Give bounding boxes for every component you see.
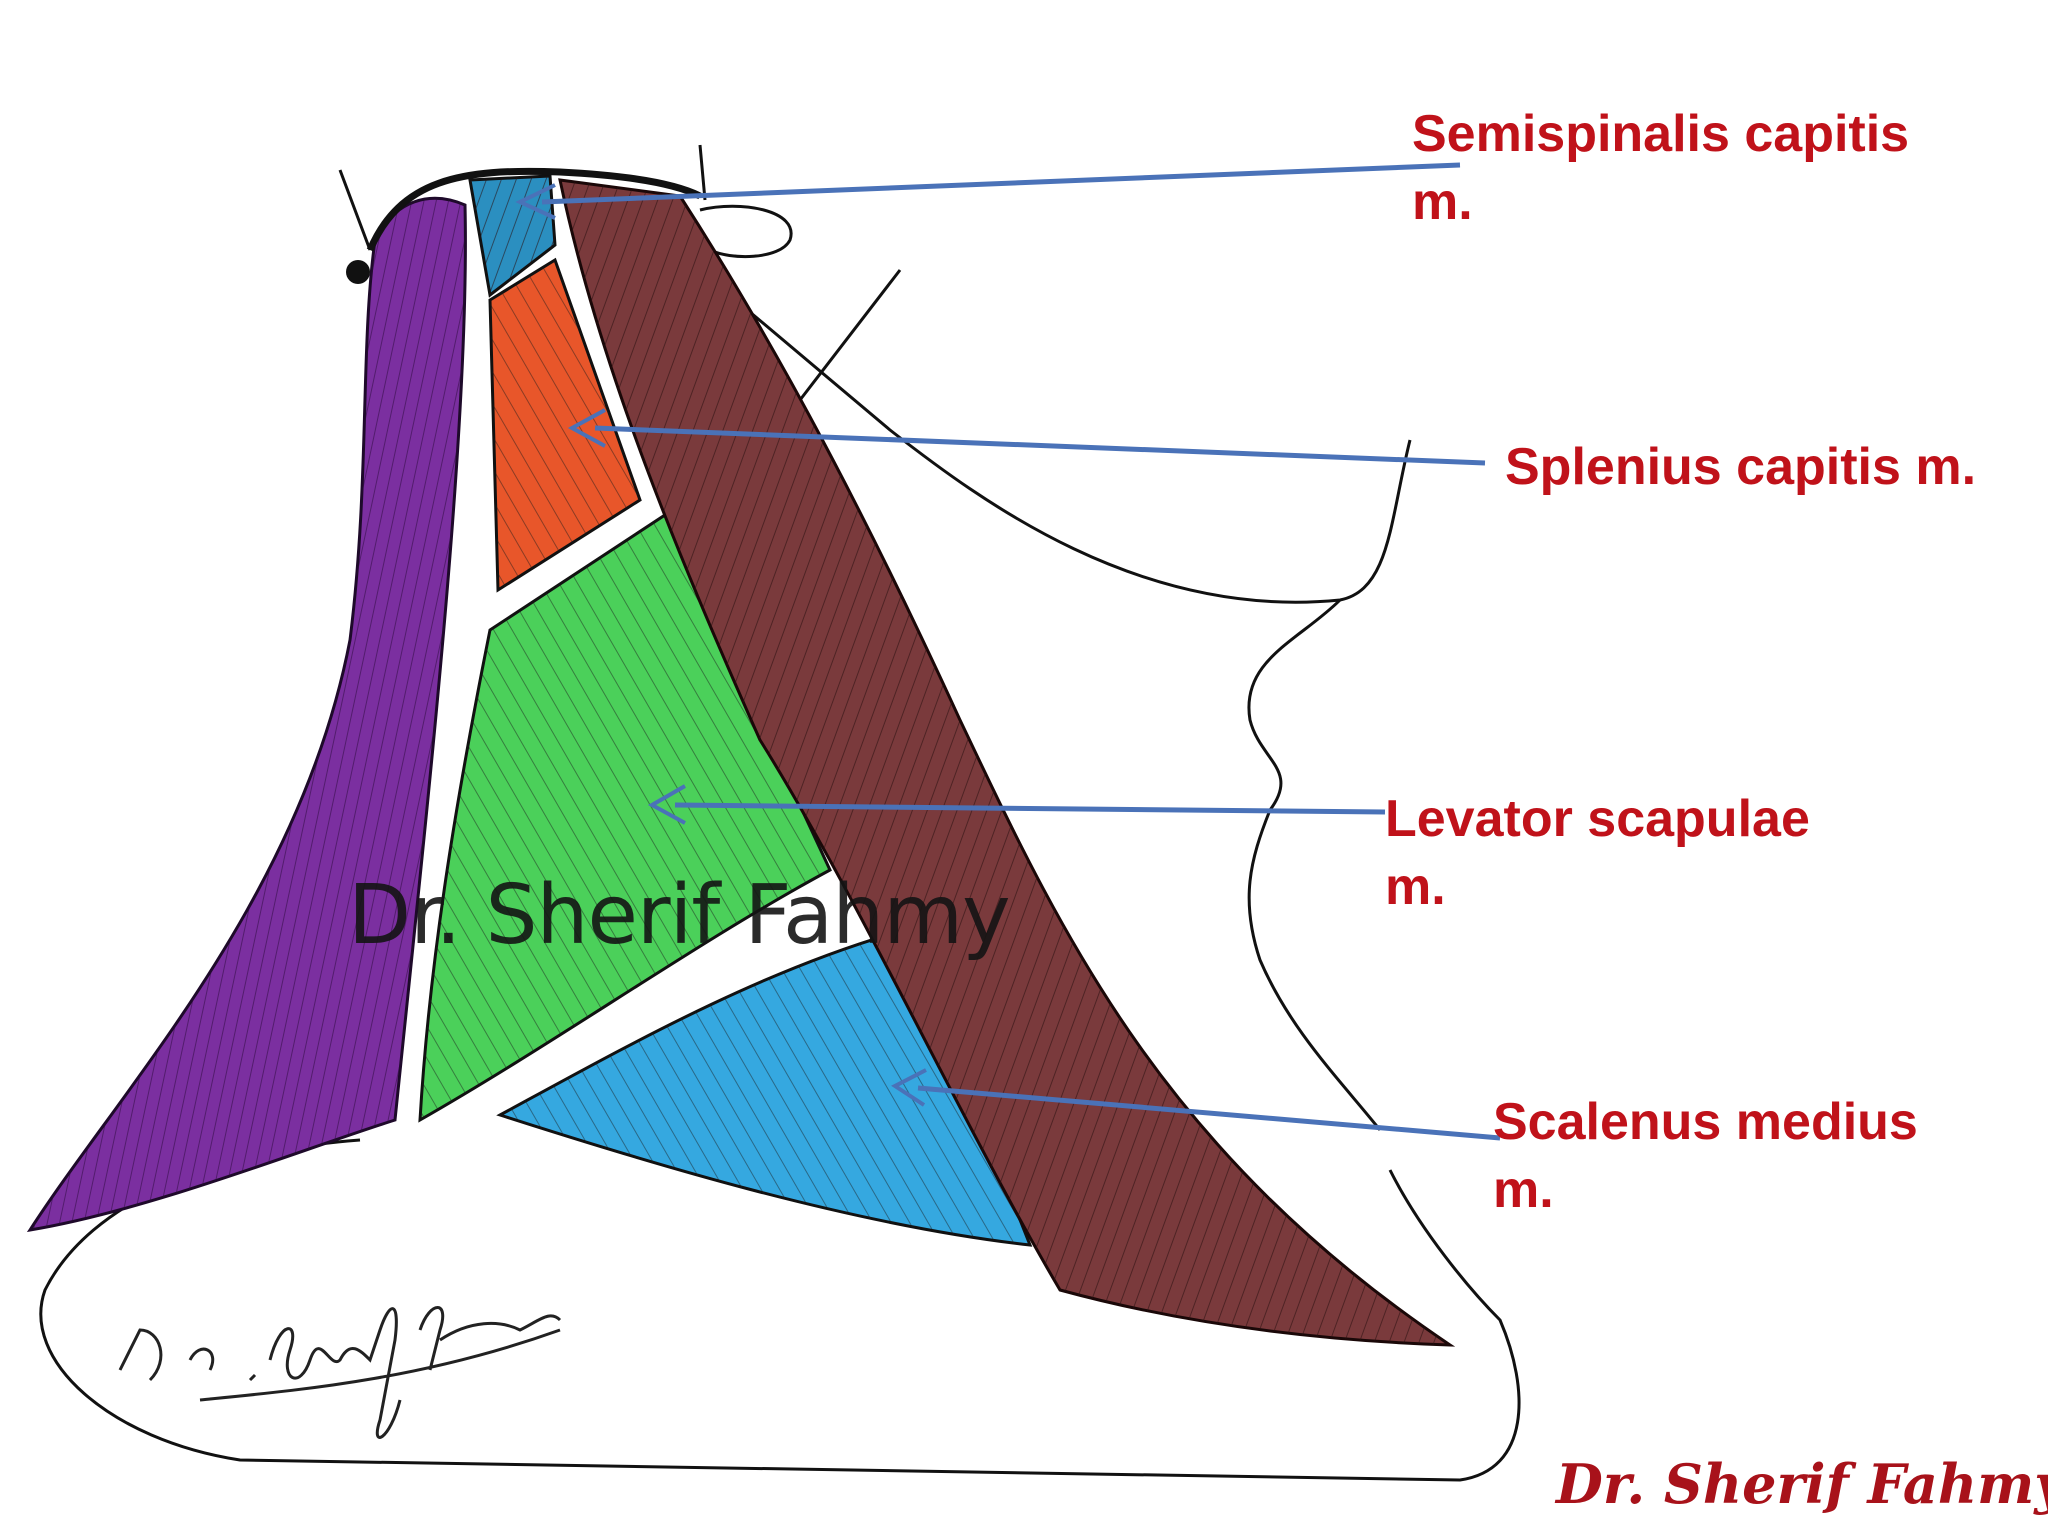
- chin-neck-outline: [1247, 598, 1382, 1131]
- skull-base-arc: [366, 167, 702, 252]
- label-levator-line2: m.: [1385, 858, 1446, 916]
- pointer-levator: [647, 784, 1386, 825]
- label-scalenus-line1: Scalenus medius: [1493, 1093, 1918, 1151]
- jaw-outline: [699, 268, 1412, 604]
- head-line-outline: [338, 144, 902, 401]
- label-semispinalis-capitis: Semispinalis capitis m.: [1412, 100, 1909, 236]
- label-semispinalis-line2: m.: [1412, 173, 1473, 231]
- label-levator-scapulae: Levator scapulae m.: [1385, 785, 1810, 921]
- author-credit: Dr. Sherif Fahmy: [1556, 1452, 2048, 1516]
- label-scalenus-medius: Scalenus medius m.: [1493, 1088, 1918, 1224]
- mastoid-dot: [346, 260, 370, 284]
- pointer-scalenus: [891, 1068, 1501, 1141]
- handwritten-signature: [118, 1306, 562, 1439]
- label-splenius-line1: Splenius capitis m.: [1505, 438, 1977, 496]
- label-levator-line1: Levator scapulae: [1385, 790, 1810, 848]
- ear-outline: [699, 204, 793, 259]
- label-splenius-capitis: Splenius capitis m.: [1505, 433, 1976, 501]
- pointer-semispinalis: [515, 162, 1461, 220]
- label-scalenus-line2: m.: [1493, 1161, 1554, 1219]
- pointer-splenius: [567, 408, 1486, 466]
- label-semispinalis-line1: Semispinalis capitis: [1412, 105, 1910, 163]
- watermark-text: Dr. Sherif Fahmy: [348, 868, 1011, 963]
